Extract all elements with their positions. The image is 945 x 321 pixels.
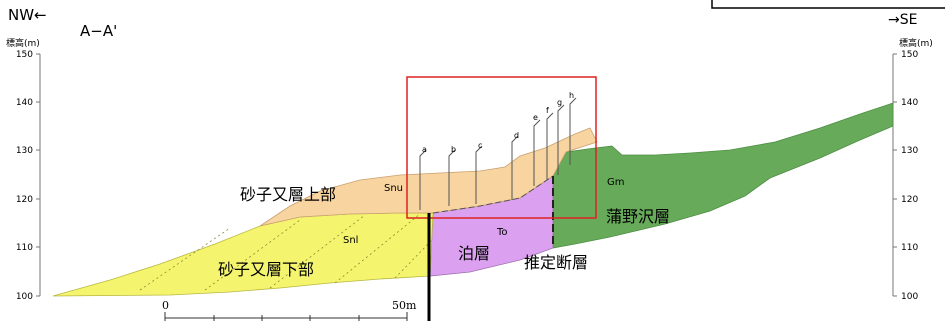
scale-bar [164,312,408,321]
unit-name-snu: 砂子又層上部 [240,185,336,204]
section-title: A−A' [80,22,117,40]
left-tick-label: 130 [16,146,33,156]
axis-label-right: 標高(m) [899,37,933,49]
unit-code-snl: Snl [343,235,358,246]
left-tick-label: 100 [16,292,33,302]
unit-code-snu: Snu [384,183,403,194]
scale-start-label: 0 [162,299,169,312]
unit-snu-upper [259,127,598,227]
unit-name-snl: 砂子又層下部 [218,260,314,279]
borehole-label: c [478,141,482,150]
unit-code-to: To [496,227,508,238]
unit-gm-gamanozawa [552,102,894,249]
unit-name-to: 泊層 [458,244,490,263]
right-ticks [893,53,897,297]
snu-base-dashed-line [432,175,554,214]
borehole-label: b [451,145,456,154]
unit-snl-lower [52,212,434,297]
right-tick-label: 120 [901,195,918,205]
left-tick-label: 120 [16,195,33,205]
borehole-label: e [533,113,538,122]
right-tick-label: 140 [901,98,918,108]
left-tick-label: 150 [16,50,33,60]
unit-name-gm: 蒲野沢層 [606,207,670,226]
right-tick-label: 100 [901,292,918,302]
image-gap [514,292,608,321]
borehole-label: a [422,145,427,154]
borehole-label: f [546,106,549,115]
boreholes [419,97,577,210]
borehole-label: h [569,91,574,100]
right-tick-label: 110 [901,243,918,253]
left-tick-label: 140 [16,98,33,108]
borehole-label: d [514,131,519,140]
snl-bedding-lines [139,213,433,291]
right-tick-label: 150 [901,50,918,60]
direction-se: →SE [888,12,917,28]
highlight-box [406,76,597,219]
borehole-label: g [557,98,562,107]
direction-nw: NW← [8,6,47,24]
fault-label: 推定断層 [524,253,588,272]
unit-code-gm: Gm [607,177,625,188]
axis-label-left: 標高(m) [6,37,40,49]
left-tick-label: 110 [16,243,33,253]
right-tick-label: 130 [901,146,918,156]
scale-end-label: 50m [392,299,417,312]
frame-edge [711,0,945,9]
left-ticks [36,53,40,297]
